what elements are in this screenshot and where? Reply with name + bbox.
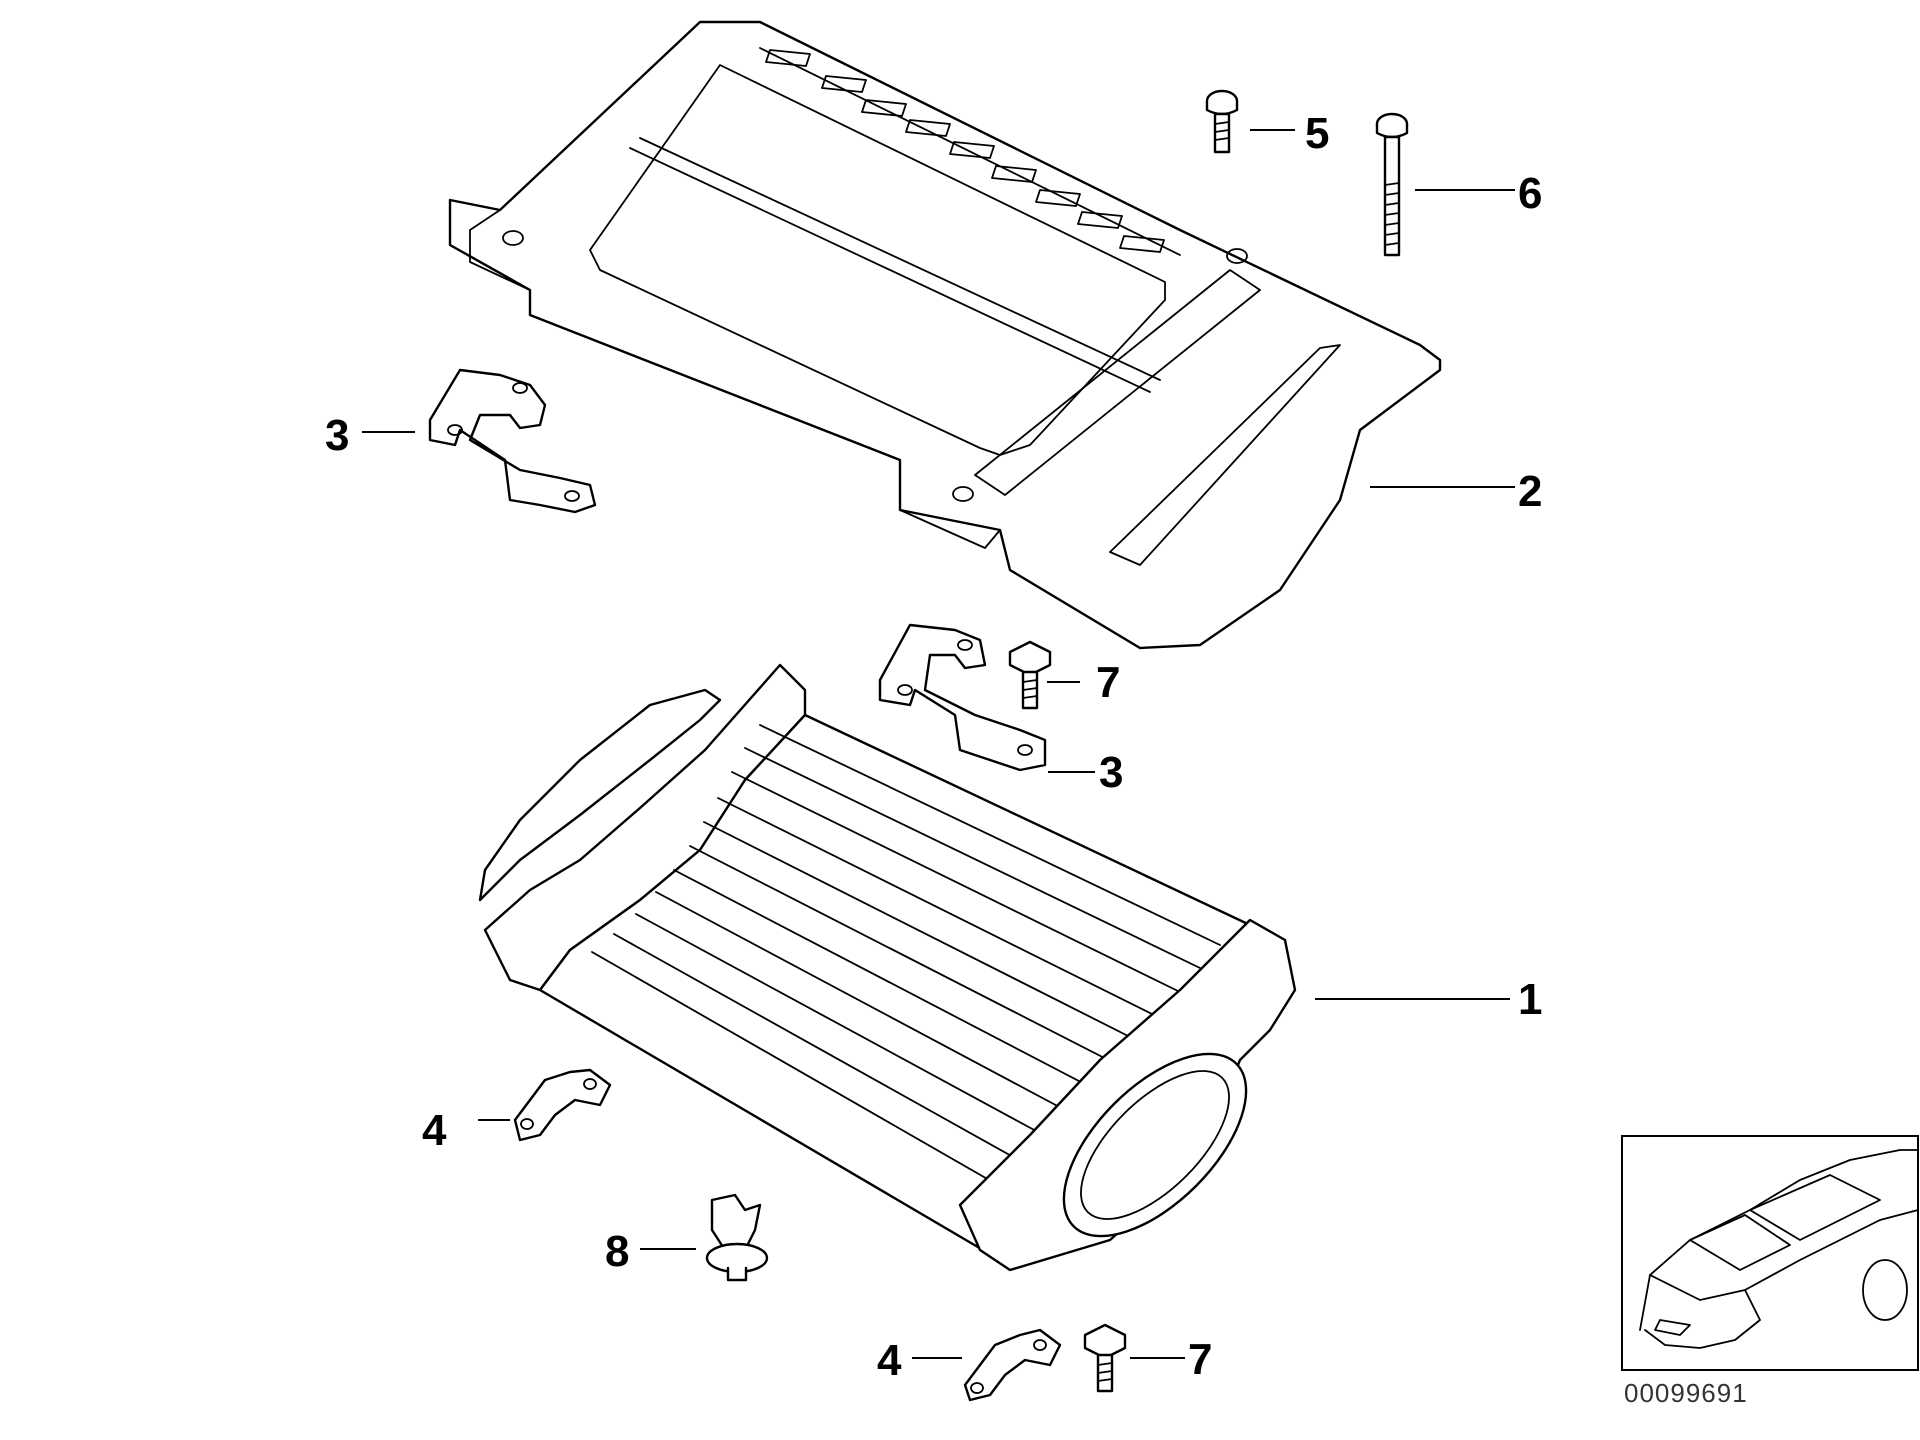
leader-lines: [362, 129, 1515, 1359]
expanding-clip: [705, 1193, 769, 1282]
callout-part-7-upper: 7: [1096, 658, 1120, 707]
bolt-long: [1375, 112, 1409, 257]
vehicle-location-inset: [1621, 1135, 1919, 1371]
reference-code: 00099691: [1624, 1378, 1748, 1408]
bracket-upper: [428, 368, 597, 514]
callout-part-1: 1: [1518, 975, 1542, 1024]
callout-part-7-lower: 7: [1188, 1335, 1212, 1384]
screw-short: [1205, 89, 1239, 154]
clip-bracket-lower: [963, 1328, 1062, 1402]
callout-part-3-upper: 3: [325, 411, 349, 460]
callout-part-3-lower: 3: [1099, 748, 1123, 797]
callout-part-5: 5: [1305, 109, 1329, 158]
callout-part-4-upper: 4: [422, 1106, 447, 1155]
hex-bolt-upper: [1008, 640, 1052, 710]
callout-part-6: 6: [1518, 169, 1542, 218]
bracket-lower: [878, 623, 1047, 772]
intercooler: [478, 663, 1297, 1272]
clip-bracket-upper: [513, 1068, 612, 1142]
engine-cover: [448, 20, 1442, 650]
callout-part-4-lower: 4: [877, 1336, 902, 1385]
hex-bolt-lower: [1083, 1323, 1127, 1393]
callout-part-2: 2: [1518, 467, 1542, 516]
callout-part-8: 8: [605, 1227, 629, 1276]
